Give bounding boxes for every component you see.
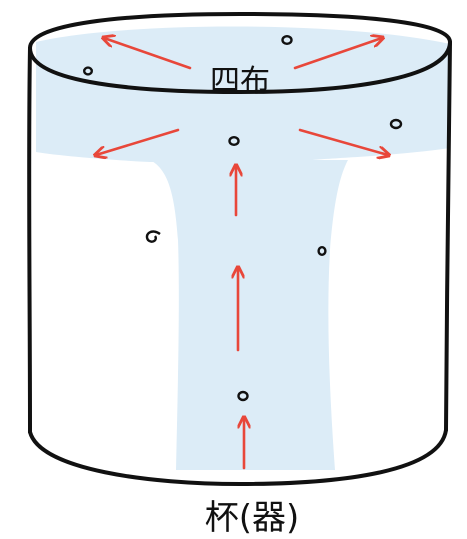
bubble xyxy=(228,135,240,146)
cup-bottom xyxy=(28,428,448,486)
cup-left-wall xyxy=(27,46,32,434)
upward-flow-arrows xyxy=(236,166,244,470)
bubble xyxy=(317,245,327,256)
spreading-arrows xyxy=(96,38,388,155)
bubbles xyxy=(82,35,403,402)
bubble xyxy=(281,35,293,46)
arrow-up-left xyxy=(104,38,192,70)
arrow-down-left xyxy=(96,128,180,155)
bubble xyxy=(82,66,93,76)
bubble xyxy=(145,230,161,243)
vessel-label: 杯(器) xyxy=(205,498,300,538)
cup-outline xyxy=(27,12,452,486)
liquid-surface xyxy=(36,26,450,162)
liquid-column xyxy=(150,160,348,470)
arrow-down-right xyxy=(298,128,388,155)
liquid-fill xyxy=(36,26,450,470)
cup-right-wall xyxy=(444,40,452,432)
bubble xyxy=(389,118,403,130)
arrow-up-right xyxy=(293,38,382,70)
bubble xyxy=(237,390,249,402)
spread-label: 四布 xyxy=(210,64,270,99)
